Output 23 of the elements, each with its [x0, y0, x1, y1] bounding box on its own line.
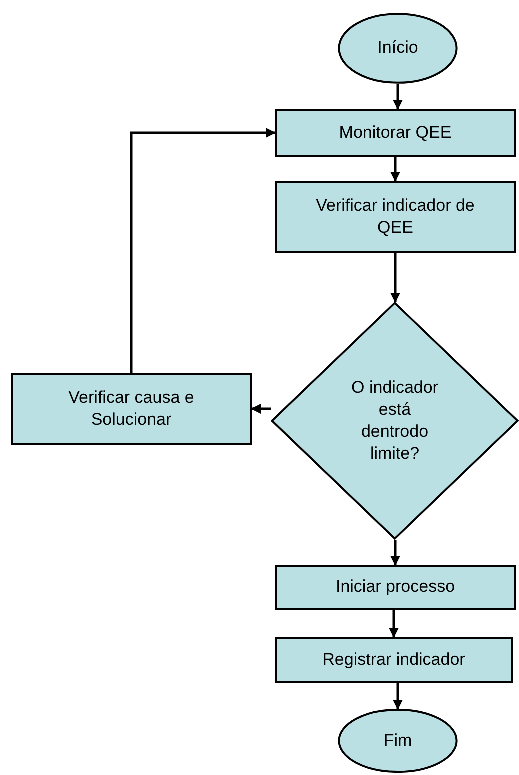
- process-box: [275, 181, 516, 253]
- arrow: [390, 157, 400, 182]
- node-label: Iniciar processo: [334, 576, 456, 598]
- process-box: [275, 637, 513, 683]
- node-label: O indicador está dentrodo limite?: [350, 376, 440, 466]
- process-box: [11, 373, 252, 445]
- node-label: Fim: [382, 730, 414, 752]
- node-label: Verificar causa e Solucionar: [68, 386, 196, 431]
- node-label: Registrar indicador: [322, 648, 466, 671]
- terminal-oval: [338, 13, 458, 84]
- decision-diamond: [271, 302, 519, 540]
- process-box: [275, 109, 516, 157]
- arrow: [390, 540, 400, 566]
- arrow: [251, 404, 271, 414]
- arrow: [393, 683, 403, 710]
- node-label: Verificar indicador de QEE: [315, 194, 476, 239]
- arrow: [130, 128, 276, 373]
- arrow: [389, 610, 399, 638]
- node-label: Início: [376, 37, 420, 60]
- arrow: [393, 84, 403, 110]
- node-label: Monitorar QEE: [338, 122, 453, 144]
- arrow: [390, 253, 400, 303]
- process-box: [275, 565, 516, 610]
